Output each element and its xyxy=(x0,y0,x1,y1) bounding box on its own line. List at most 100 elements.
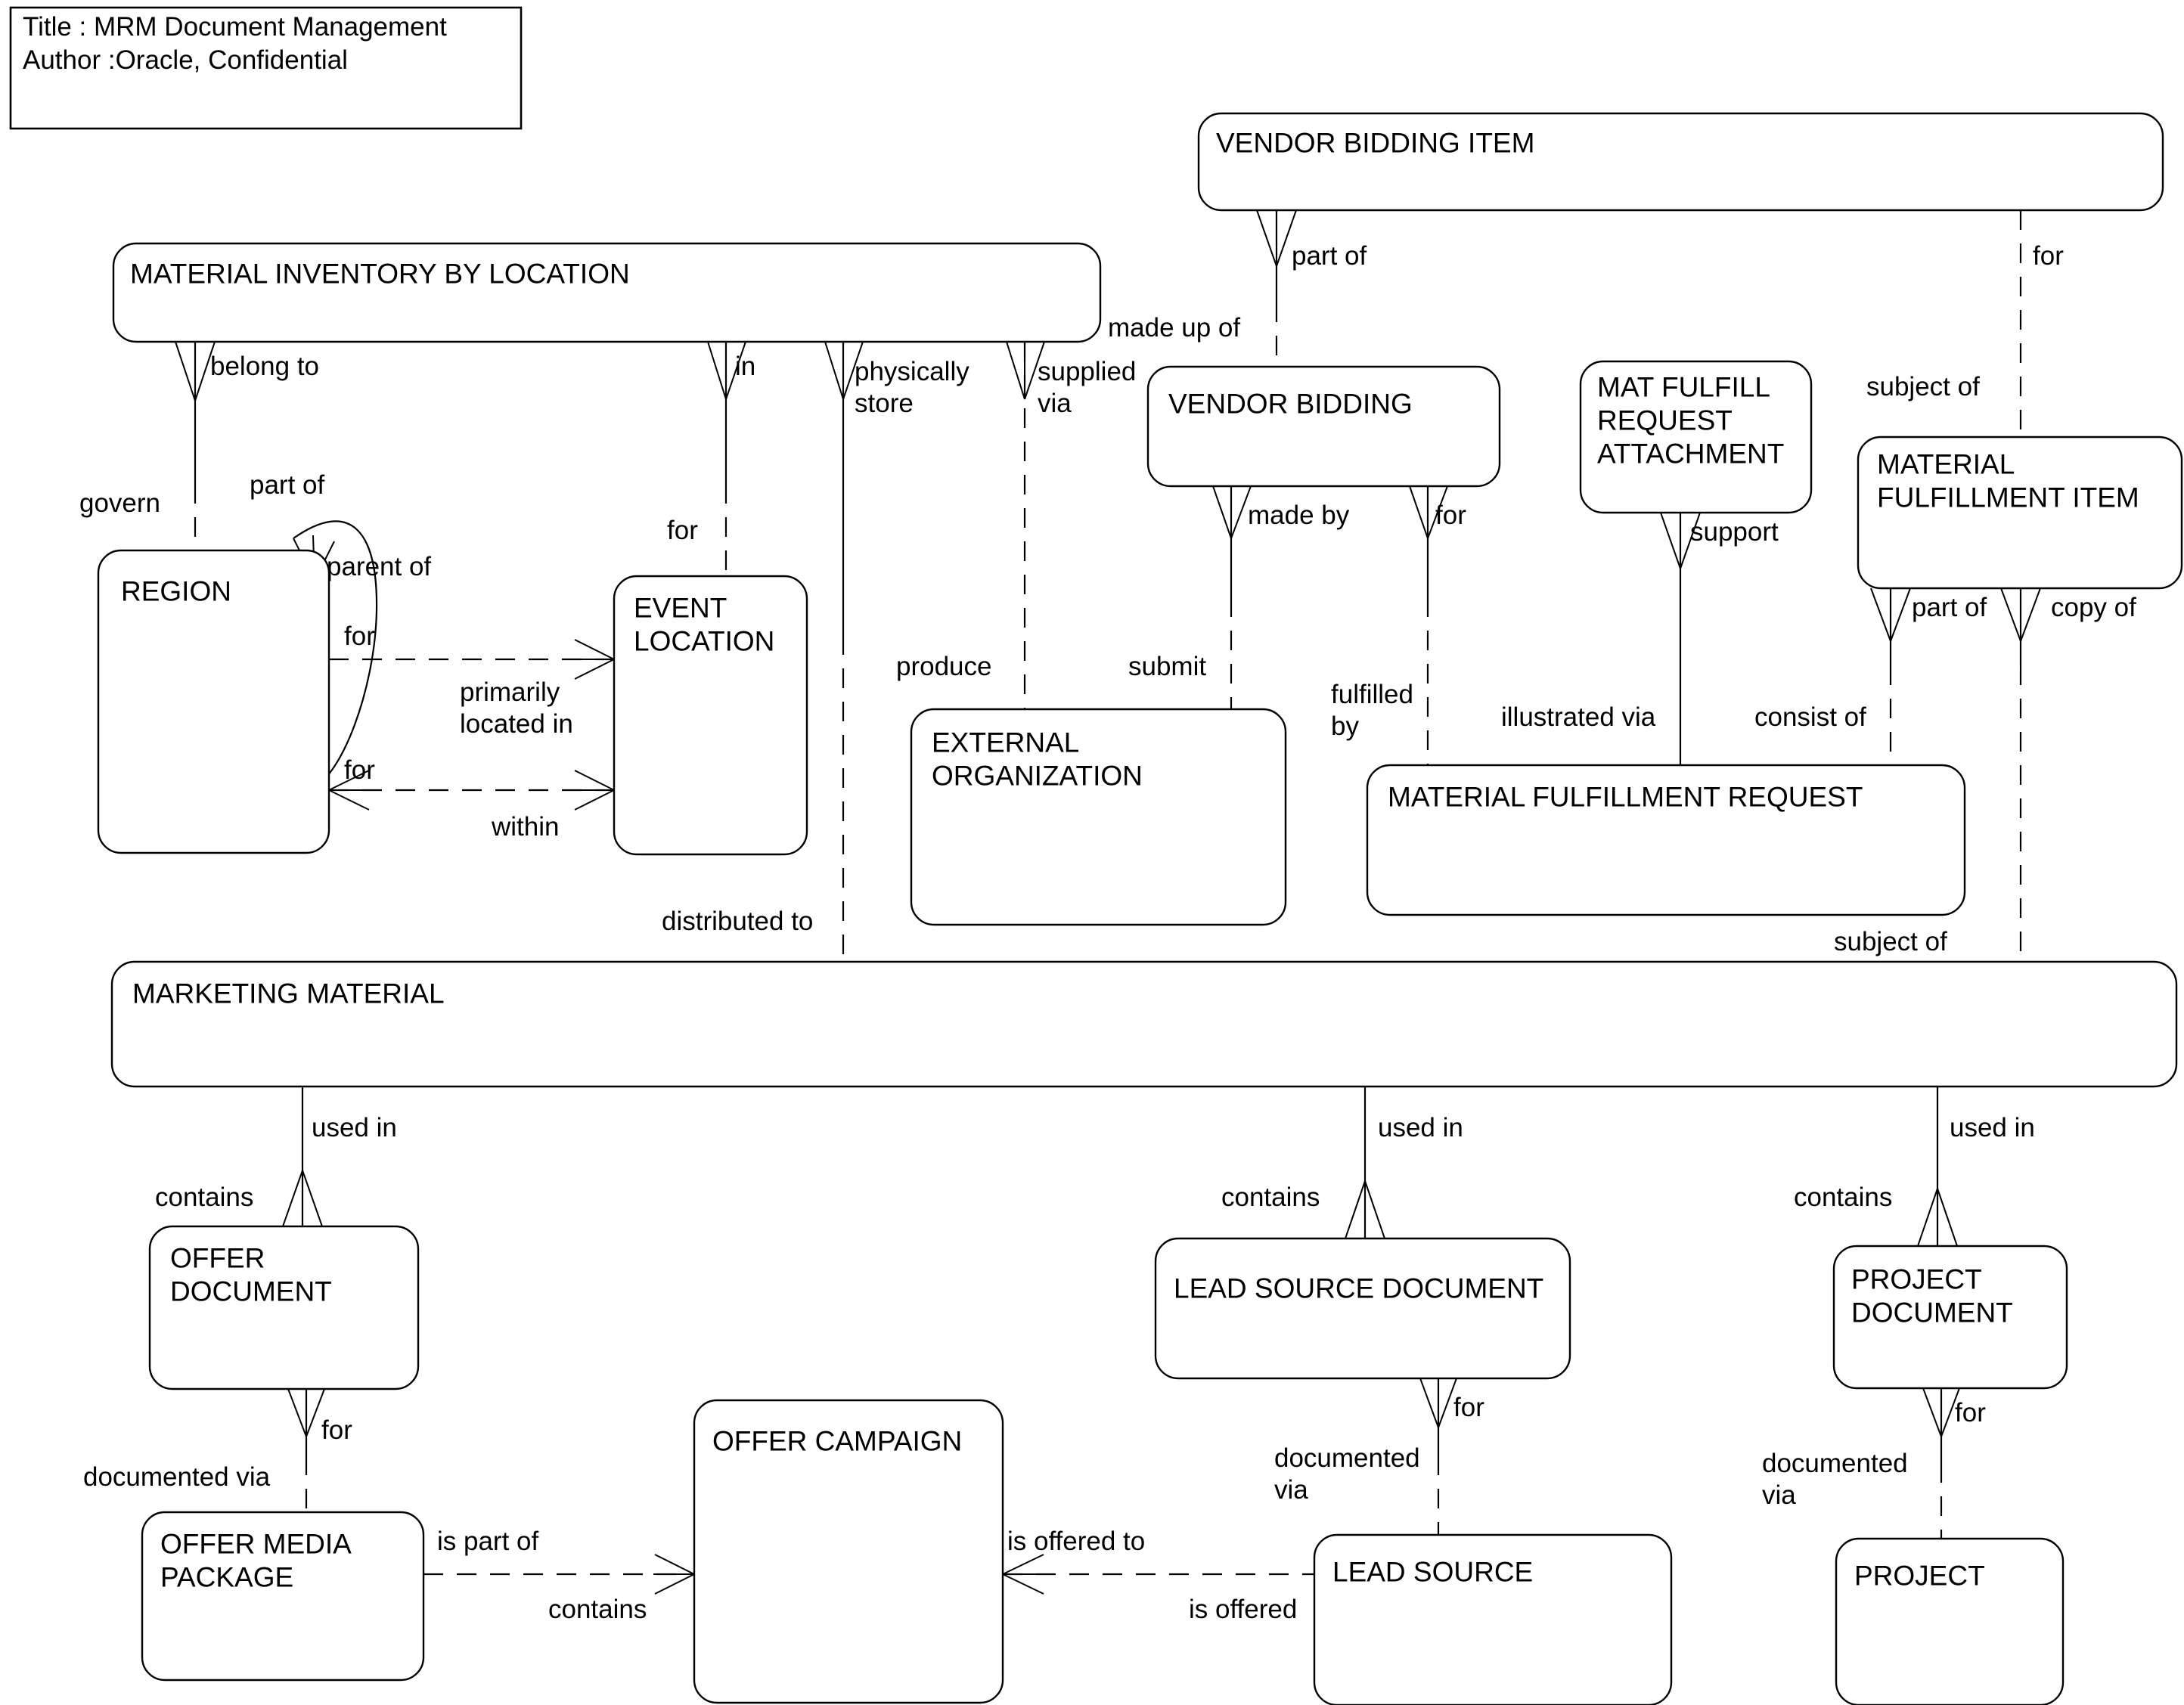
entity-label: MATERIAL INVENTORY BY LOCATION xyxy=(130,258,630,289)
entity-label-2: DOCUMENT xyxy=(1851,1297,2013,1328)
edge-vendorbidding-externalorganization xyxy=(1212,485,1252,709)
entity-label-2: DOCUMENT xyxy=(170,1276,332,1307)
relationship-label-physically-store-2: store xyxy=(855,389,914,418)
edge-mfra-mfr xyxy=(1660,512,1701,765)
relationship-label-is-part-of: is part of xyxy=(437,1527,538,1556)
entity-vendor-bidding-item[interactable]: VENDOR BIDDING ITEM xyxy=(1197,112,2164,212)
edge-offercampaign-leadsource xyxy=(1002,1554,1314,1595)
entity-lead-source[interactable]: LEAD SOURCE xyxy=(1313,1533,1673,1705)
entity-label-2: ORGANIZATION xyxy=(932,760,1143,791)
relationship-label-is-offered-to: is offered to xyxy=(1007,1527,1145,1556)
relationship-label-documented-via-2b: via xyxy=(1274,1475,1308,1505)
relationship-label-layer: belong to govern part of parent of in fo… xyxy=(79,241,2136,1624)
title-line: Title : MRM Document Management xyxy=(23,12,447,42)
relationship-label-contains-1: contains xyxy=(155,1183,253,1212)
edge-mibl-marketingmaterial xyxy=(824,341,864,962)
relationship-label-physically-store-1: physically xyxy=(855,357,969,386)
relationship-label-subject-of-mm: subject of xyxy=(1834,927,1947,956)
edge-offermediapackage-offercampaign xyxy=(423,1554,695,1595)
entity-label: MARKETING MATERIAL xyxy=(132,978,445,1009)
entity-label-2: REQUEST xyxy=(1597,405,1733,436)
entity-label: MAT FULFILL xyxy=(1597,371,1770,402)
entity-lead-source-document[interactable]: LEAD SOURCE DOCUMENT xyxy=(1154,1237,1571,1380)
relationship-label-made-up-of: made up of xyxy=(1108,313,1240,343)
entity-label: LEAD SOURCE DOCUMENT xyxy=(1174,1273,1543,1304)
entity-project[interactable]: PROJECT xyxy=(1835,1537,2065,1705)
relationship-label-part-of-mfi: part of xyxy=(1912,593,1987,622)
entity-material-inventory-by-location[interactable]: MATERIAL INVENTORY BY LOCATION xyxy=(112,242,1102,343)
relationship-label-used-in-1: used in xyxy=(312,1113,397,1142)
relationship-label-part-of-vbi: part of xyxy=(1292,241,1367,271)
entity-label: MATERIAL FULFILLMENT REQUEST xyxy=(1388,781,1863,812)
entity-label: EVENT xyxy=(634,592,727,623)
relationship-label-documented-via-3a: documented xyxy=(1762,1449,1908,1478)
entity-region[interactable]: REGION xyxy=(97,549,330,854)
relationship-label-located-in: located in xyxy=(460,709,573,739)
relationship-label-used-in-3: used in xyxy=(1950,1113,2035,1142)
entity-label-2: LOCATION xyxy=(634,625,774,656)
entity-mat-fulfill-request-attachment[interactable]: MAT FULFILL REQUEST ATTACHMENT xyxy=(1579,360,1813,514)
relationship-label-copy-of: copy of xyxy=(2051,593,2136,622)
edge-mfi-mfr xyxy=(1870,587,1911,765)
edge-offerdocument-offermediapackage xyxy=(287,1388,325,1512)
entity-label-2: FULFILLMENT ITEM xyxy=(1877,482,2139,513)
relationship-label-made-by: made by xyxy=(1248,501,1350,530)
relationship-label-documented-via-3b: via xyxy=(1762,1480,1796,1510)
entity-offer-campaign[interactable]: OFFER CAMPAIGN xyxy=(693,1399,1004,1704)
relationship-label-part-of-region: part of xyxy=(250,470,324,500)
relationship-label-distributed-to: distributed to xyxy=(662,907,813,936)
relationship-label-parent-of-region: parent of xyxy=(327,552,431,581)
entity-label: EXTERNAL xyxy=(932,727,1079,758)
edge-vendorbidding-mfr xyxy=(1409,485,1448,765)
entity-label: PROJECT xyxy=(1851,1263,1982,1294)
edge-marketingmaterial-projectdocument xyxy=(1917,1087,1958,1247)
relationship-label-primarily: primarily xyxy=(460,677,560,707)
relationship-label-documented-via-1: documented via xyxy=(83,1462,271,1492)
edge-region-eventlocation-within xyxy=(328,770,615,811)
entity-marketing-material[interactable]: MARKETING MATERIAL xyxy=(110,960,2178,1088)
relationship-label-for-region-1: for xyxy=(344,622,375,651)
entity-label: PROJECT xyxy=(1854,1560,1985,1591)
relationship-label-for-projectdocument: for xyxy=(1955,1398,1986,1428)
relationship-label-illustrated-via: illustrated via xyxy=(1501,702,1656,732)
relationship-label-produce: produce xyxy=(896,652,991,681)
edge-leadsourcedocument-leadsource xyxy=(1419,1378,1457,1535)
relationship-label-fulfilled-by-2: by xyxy=(1331,711,1359,741)
edge-region-eventlocation-primary xyxy=(329,639,615,680)
entity-offer-document[interactable]: OFFER DOCUMENT xyxy=(148,1225,420,1390)
relationship-label-belong-to: belong to xyxy=(210,352,319,381)
entity-label: OFFER xyxy=(170,1242,265,1273)
relationship-label-for-eventlocation: for xyxy=(667,516,698,545)
author-line: Author :Oracle, Confidential xyxy=(23,45,348,75)
relationship-label-is-offered: is offered xyxy=(1189,1595,1297,1624)
relationship-label-submit: submit xyxy=(1128,652,1206,681)
entity-label: REGION xyxy=(121,575,231,606)
entity-event-location[interactable]: EVENT LOCATION xyxy=(613,575,808,856)
entity-offer-media-package[interactable]: OFFER MEDIA PACKAGE xyxy=(141,1511,425,1682)
entity-label: VENDOR BIDDING xyxy=(1168,388,1413,419)
entity-layer: MATERIAL INVENTORY BY LOCATION VENDOR BI… xyxy=(97,112,2183,1705)
relationship-label-in: in xyxy=(735,352,755,381)
entity-vendor-bidding[interactable]: VENDOR BIDDING xyxy=(1146,365,1501,488)
entity-material-fulfillment-request[interactable]: MATERIAL FULFILLMENT REQUEST xyxy=(1366,764,1966,916)
entity-material-fulfillment-item[interactable]: MATERIAL FULFILLMENT ITEM xyxy=(1857,436,2183,590)
entity-project-document[interactable]: PROJECT DOCUMENT xyxy=(1832,1245,2068,1390)
relationship-label-within: within xyxy=(491,812,559,842)
relationship-label-consist-of: consist of xyxy=(1754,702,1866,732)
relationship-label-for-offerdocument: for xyxy=(321,1415,352,1445)
relationship-label-contains-omp: contains xyxy=(548,1595,647,1624)
relationship-label-for-vendorbidding: for xyxy=(1435,501,1466,530)
relationship-label-documented-via-2a: documented xyxy=(1274,1443,1420,1473)
edge-mfi-marketingmaterial xyxy=(2000,587,2041,962)
relationship-label-subject-of-mfi: subject of xyxy=(1866,372,1980,401)
entity-label: LEAD SOURCE xyxy=(1332,1556,1533,1587)
entity-external-organization[interactable]: EXTERNAL ORGANIZATION xyxy=(910,708,1287,926)
title-legend-box: Title : MRM Document Management Author :… xyxy=(9,6,523,130)
edge-marketingmaterial-offerdocument xyxy=(282,1087,323,1227)
relationship-label-for-region-2: for xyxy=(344,755,375,785)
relationship-label-contains-3: contains xyxy=(1794,1183,1892,1212)
entity-label: OFFER MEDIA xyxy=(160,1528,352,1559)
relationship-label-govern: govern xyxy=(79,488,160,518)
